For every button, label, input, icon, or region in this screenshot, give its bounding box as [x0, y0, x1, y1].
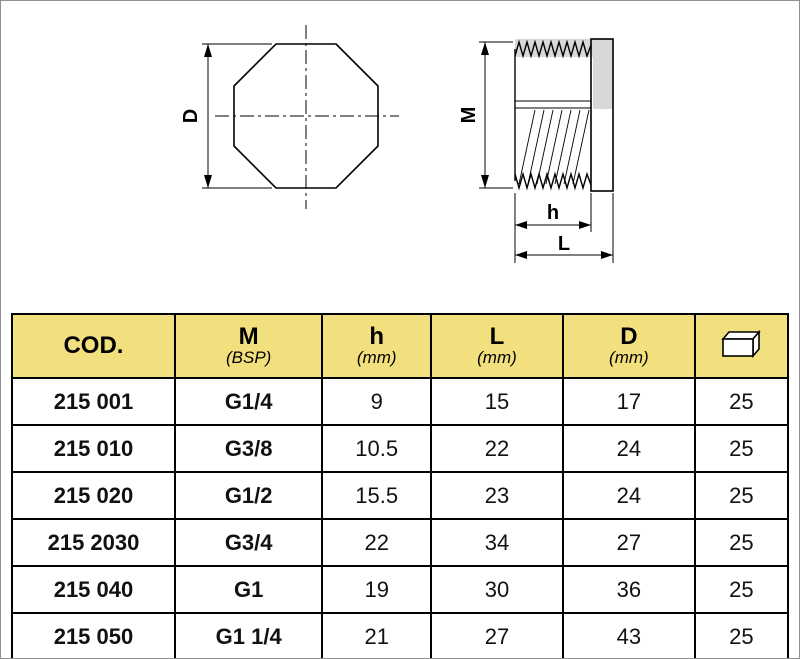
cell-m: G3/8 — [173, 424, 324, 473]
cell-l: 27 — [430, 612, 564, 658]
header-m-label: M — [238, 323, 259, 351]
table-row: 215 001 G1/4 9 15 17 25 — [11, 377, 790, 426]
cell-h: 10.5 — [321, 424, 433, 473]
cell-cod: 215 040 — [11, 565, 176, 614]
cell-pack: 25 — [693, 471, 790, 520]
cell-m: G1 1/4 — [173, 612, 324, 658]
cell-cod: 215 2030 — [11, 518, 176, 567]
header-cod: COD. — [11, 313, 176, 379]
cell-pack: 25 — [693, 565, 790, 614]
header-h-label: h — [369, 323, 385, 351]
table-row: 215 020 G1/2 15.5 23 24 25 — [11, 471, 790, 520]
cell-cod: 215 010 — [11, 424, 176, 473]
cell-pack: 25 — [693, 518, 790, 567]
header-d: D (mm) — [561, 313, 696, 379]
side-view-threaded-plug — [479, 38, 614, 263]
technical-drawings: D — [180, 25, 614, 263]
header-h-unit: (mm) — [356, 348, 397, 368]
cell-pack: 25 — [693, 377, 790, 426]
cell-d: 36 — [561, 565, 696, 614]
header-pack — [693, 313, 790, 379]
header-l-label: L — [489, 323, 505, 351]
cell-d: 17 — [561, 377, 696, 426]
cell-m: G1/2 — [173, 471, 324, 520]
table-row: 215 040 G1 19 30 36 25 — [11, 565, 790, 614]
cell-d: 24 — [561, 424, 696, 473]
cell-l: 34 — [430, 518, 564, 567]
cell-h: 15.5 — [321, 471, 433, 520]
cell-l: 23 — [430, 471, 564, 520]
header-d-unit: (mm) — [609, 348, 649, 368]
header-d-label: D — [620, 323, 638, 351]
cell-pack: 25 — [693, 424, 790, 473]
cell-d: 24 — [561, 471, 696, 520]
cell-h: 19 — [321, 565, 433, 614]
cell-m: G1/4 — [173, 377, 324, 426]
table-row: 215 050 G1 1/4 21 27 43 25 — [11, 612, 790, 658]
header-row: COD. M (BSP) h (mm) L (mm) D (mm) — [11, 313, 790, 379]
cell-h: 22 — [321, 518, 433, 567]
header-m: M (BSP) — [173, 313, 324, 379]
dim-label-L: L — [558, 233, 570, 255]
cell-h: 9 — [321, 377, 433, 426]
table-row: 215 2030 G3/4 22 34 27 25 — [11, 518, 790, 567]
header-h: h (mm) — [321, 313, 433, 379]
cell-m: G3/4 — [173, 518, 324, 567]
header-cod-label: COD. — [63, 332, 124, 360]
header-l-unit: (mm) — [477, 348, 517, 368]
cell-m: G1 — [173, 565, 324, 614]
spec-table: COD. M (BSP) h (mm) L (mm) D (mm) — [11, 313, 790, 658]
dim-label-M: M — [458, 107, 480, 124]
header-l: L (mm) — [430, 313, 564, 379]
cell-d: 27 — [561, 518, 696, 567]
cell-l: 15 — [430, 377, 564, 426]
table-row: 215 010 G3/8 10.5 22 24 25 — [11, 424, 790, 473]
cell-cod: 215 001 — [11, 377, 176, 426]
cell-pack: 25 — [693, 612, 790, 658]
cell-l: 30 — [430, 565, 564, 614]
dim-label-h: h — [547, 202, 559, 224]
cell-l: 22 — [430, 424, 564, 473]
cell-d: 43 — [561, 612, 696, 658]
package-box-icon — [719, 329, 763, 363]
header-m-unit: (BSP) — [226, 348, 272, 368]
cell-cod: 215 050 — [11, 612, 176, 658]
cell-h: 21 — [321, 612, 433, 658]
cell-cod: 215 020 — [11, 471, 176, 520]
dim-label-D: D — [180, 109, 202, 123]
front-view-octagon — [202, 25, 399, 209]
